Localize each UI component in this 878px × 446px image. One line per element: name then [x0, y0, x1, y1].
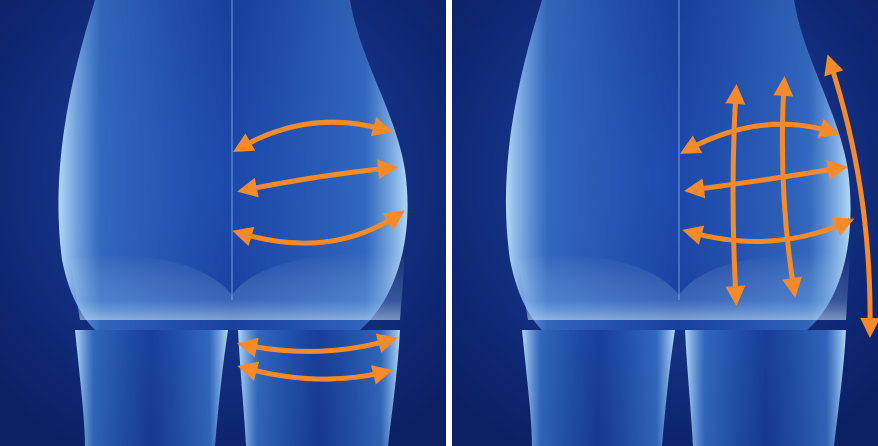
right-leg: [685, 330, 846, 446]
left-leg: [75, 330, 228, 446]
body-back-illustration-right: [452, 0, 878, 446]
body-back-illustration-left: [0, 0, 446, 446]
left-leg: [522, 330, 675, 446]
left-panel: [0, 0, 446, 446]
right-panel: [452, 0, 878, 446]
